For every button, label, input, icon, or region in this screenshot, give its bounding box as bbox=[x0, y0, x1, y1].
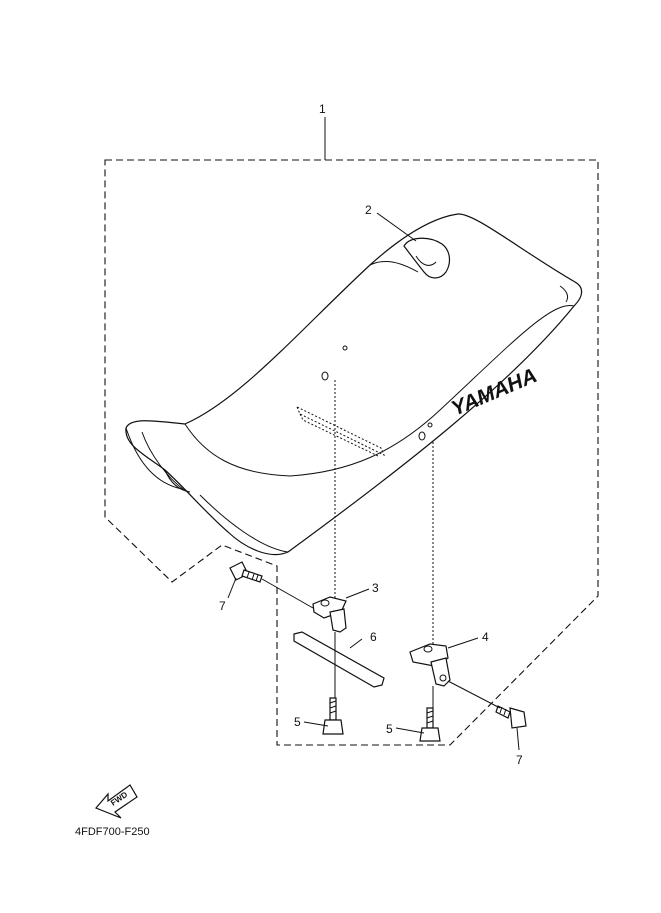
part-6-damper bbox=[293, 631, 385, 688]
diagram-code: 4FDF700-F250 bbox=[75, 826, 150, 838]
callout-7-right: 7 bbox=[516, 753, 523, 767]
seat bbox=[125, 213, 583, 556]
part-7-bolt-right bbox=[495, 705, 527, 729]
callout-5-left: 5 bbox=[294, 715, 301, 729]
part-5-bolt-left bbox=[322, 697, 344, 735]
callout-2: 2 bbox=[365, 203, 372, 217]
part-4-bracket bbox=[409, 643, 451, 687]
part-2-strap bbox=[403, 237, 451, 279]
assembly-boundary bbox=[104, 159, 599, 746]
alignment-lines bbox=[334, 380, 434, 646]
callout-7-left: 7 bbox=[219, 599, 226, 613]
part-5-bolt-right bbox=[419, 707, 441, 742]
callout-5-right: 5 bbox=[386, 722, 393, 736]
callout-1: 1 bbox=[319, 102, 326, 116]
part-7-bolt-left bbox=[229, 561, 263, 583]
leader-lines bbox=[227, 117, 520, 751]
callout-3: 3 bbox=[372, 581, 379, 595]
part-3-bracket bbox=[312, 596, 347, 633]
callout-4: 4 bbox=[482, 630, 489, 644]
callout-6: 6 bbox=[370, 630, 377, 644]
alignment-lines-solid bbox=[261, 578, 501, 709]
fwd-arrow-icon: FWD bbox=[94, 784, 138, 819]
